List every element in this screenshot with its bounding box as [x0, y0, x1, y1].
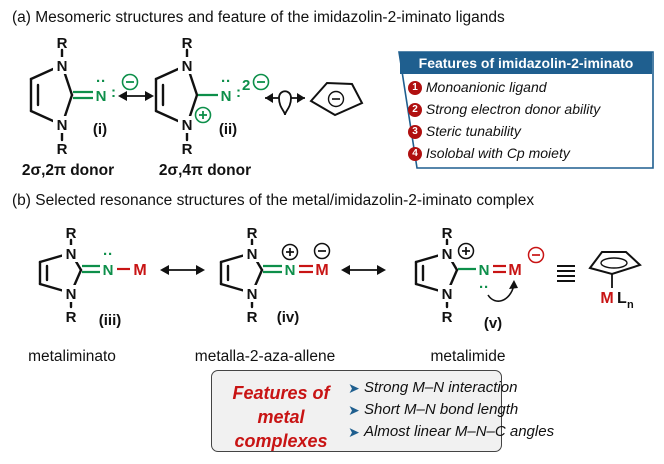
feature-item: 3 Steric tunability [408, 121, 521, 141]
resonance-arrow [341, 265, 386, 275]
svg-text:··: ·· [103, 246, 113, 263]
arrow-bullet-icon: ➤ [348, 424, 360, 440]
feature-item: 1 Monoanionic ligand [408, 77, 547, 97]
name-v: metalimide [431, 348, 506, 365]
equivalence-icon [557, 265, 575, 282]
svg-text:N: N [96, 88, 107, 105]
section-b-title: (b) Selected resonance structures of the… [12, 192, 535, 209]
name-iv: metalla-2-aza-allene [195, 348, 335, 365]
isolobal-icon [265, 90, 305, 116]
resonance-arrow [160, 265, 205, 275]
metal-complexes-title: Features of metal complexes [232, 383, 330, 451]
cp-ring-icon [309, 81, 364, 117]
feature-number-badge: 4 [408, 147, 422, 162]
charge-2: 2 [242, 77, 250, 94]
svg-text:··: ·· [221, 73, 231, 90]
metal-complexes-box: Features of metal complexes ➤ Strong M–N… [211, 370, 554, 452]
substituent-r: R [182, 35, 193, 52]
resonance-structures-diagram: N N R R N ·· M (iii) N N R R N M [28, 225, 642, 365]
resonance-arrow [118, 91, 154, 101]
substituent-r: R [247, 225, 258, 242]
substituent-r: R [57, 35, 68, 52]
label-ii: (ii) [219, 121, 237, 138]
substituent-r: R [247, 309, 258, 326]
substituent-r: R [182, 141, 193, 158]
svg-text:N: N [66, 246, 77, 263]
substituent-r: R [442, 225, 453, 242]
section-a-title: (a) Mesomeric structures and feature of … [12, 9, 505, 26]
donor-i-label: 2σ,2π donor [22, 162, 114, 179]
feature-item: 2 Strong electron donor ability [408, 99, 600, 119]
svg-text:N: N [285, 262, 296, 279]
arrow-bullet-icon: ➤ [348, 380, 360, 396]
feature-text: Steric tunability [425, 123, 521, 139]
substituent-r: R [442, 309, 453, 326]
features-title: Features of imidazolin-2-iminato [400, 52, 652, 74]
metal-complex-feature: ➤ Almost linear M–N–C angles [348, 421, 554, 443]
feature-number-badge: 2 [408, 103, 422, 118]
svg-text:N: N [103, 262, 114, 279]
feature-text: Strong electron donor ability [425, 101, 601, 117]
svg-text::: : [111, 84, 116, 101]
substituent-r: R [66, 309, 77, 326]
mesomeric-structures-diagram: N N R R N ·· : (i) N N R R N ·· : 2 (ii) [22, 35, 364, 179]
svg-text:N: N [221, 88, 232, 105]
metal-m: M [508, 262, 521, 279]
metal-m: M [315, 262, 328, 279]
cp-metal-complex-icon [588, 251, 642, 288]
feature-text: Short M–N bond length [364, 401, 519, 418]
svg-text:N: N [182, 117, 193, 134]
label-iii: (iii) [99, 312, 122, 329]
name-iii: metaliminato [28, 348, 116, 365]
svg-text:N: N [247, 246, 258, 263]
feature-text: Isolobal with Cp moiety [425, 145, 570, 161]
ligand-l: L [617, 290, 627, 307]
svg-text:··: ·· [96, 73, 106, 90]
metal-complex-feature: ➤ Strong M–N interaction [348, 377, 554, 399]
feature-number-badge: 1 [408, 81, 422, 96]
feature-text: Monoanionic ligand [425, 79, 547, 95]
feature-number-badge: 3 [408, 125, 422, 140]
ligand-subscript: n [627, 299, 634, 311]
svg-text:N: N [247, 286, 258, 303]
metal-m: M [600, 290, 613, 307]
svg-text:··: ·· [479, 279, 489, 296]
substituent-r: R [57, 141, 68, 158]
svg-text:N: N [57, 117, 68, 134]
arrow-bullet-icon: ➤ [348, 402, 360, 418]
svg-text:N: N [182, 58, 193, 75]
metal-complexes-list: ➤ Strong M–N interaction ➤ Short M–N bon… [348, 377, 554, 443]
label-i: (i) [93, 121, 107, 138]
electron-push-arrow [487, 284, 515, 302]
donor-ii-label: 2σ,4π donor [159, 162, 251, 179]
label-v: (v) [484, 315, 502, 332]
svg-text:N: N [66, 286, 77, 303]
svg-text:N: N [479, 262, 490, 279]
svg-text:N: N [442, 286, 453, 303]
feature-item: 4 Isolobal with Cp moiety [408, 143, 570, 163]
svg-text::: : [236, 84, 241, 101]
label-iv: (iv) [277, 309, 300, 326]
metal-m: M [133, 262, 146, 279]
substituent-r: R [66, 225, 77, 242]
svg-text:N: N [442, 246, 453, 263]
feature-text: Strong M–N interaction [364, 379, 518, 396]
features-box: Features of imidazolin-2-iminato 1 Monoa… [398, 51, 654, 169]
svg-text:N: N [57, 58, 68, 75]
metal-complex-feature: ➤ Short M–N bond length [348, 399, 554, 421]
feature-text: Almost linear M–N–C angles [364, 423, 555, 440]
